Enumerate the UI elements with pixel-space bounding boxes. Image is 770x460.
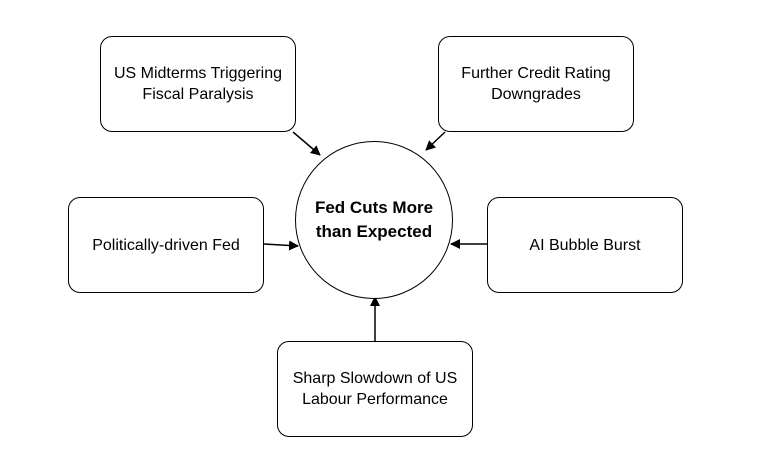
arrow-credit-to-center <box>425 131 446 151</box>
driver-label-ai: AI Bubble Burst <box>529 236 641 254</box>
driver-label-midterms: US Midterms Triggering Fiscal Paralysis <box>113 65 283 103</box>
center-node-label: Fed Cuts More than Expected <box>314 198 434 241</box>
driver-label-fed: Politically-driven Fed <box>92 236 240 254</box>
driver-node-labour: Sharp Slowdown of US Labour Performance <box>277 341 473 437</box>
arrow-fed-to-center <box>263 240 299 251</box>
arrow-midterms-to-center <box>292 131 321 156</box>
driver-node-ai: AI Bubble Burst <box>487 197 683 293</box>
driver-label-credit: Further Credit Rating Downgrades <box>461 65 611 103</box>
driver-label-labour: Sharp Slowdown of US Labour Performance <box>292 370 458 408</box>
driver-node-fed: Politically-driven Fed <box>68 197 264 293</box>
driver-node-midterms: US Midterms Triggering Fiscal Paralysis <box>100 36 296 132</box>
center-node: Fed Cuts More than Expected <box>295 141 453 299</box>
driver-node-credit: Further Credit Rating Downgrades <box>438 36 634 132</box>
